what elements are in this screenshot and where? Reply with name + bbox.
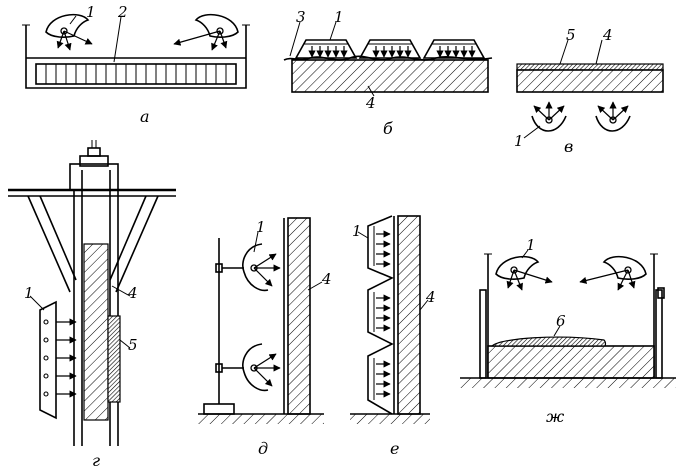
caption-d: д — [258, 439, 268, 458]
label-a-2: 2 — [117, 3, 128, 21]
caption-zh: ж — [546, 407, 565, 426]
heater-panel — [358, 39, 422, 59]
heater-icon — [173, 13, 239, 51]
panel-a-slats — [45, 64, 227, 84]
caption-a: а — [140, 107, 150, 126]
heater-icon — [45, 13, 93, 51]
panel-b: 3 1 4 б — [283, 8, 493, 138]
heater-panel — [422, 39, 486, 59]
panel-g: 1 4 5 г — [8, 140, 176, 470]
caption-g: г — [92, 451, 100, 470]
label-d-4: 4 — [321, 270, 332, 288]
label-b-1: 1 — [334, 8, 344, 26]
panel-a: 1 2 а — [22, 3, 250, 126]
panel-d: 1 4 д — [198, 217, 332, 458]
heater-icon — [531, 101, 567, 132]
label-e-4: 4 — [425, 288, 436, 306]
caption-e: е — [390, 439, 399, 458]
heater-icon — [579, 255, 647, 291]
heater-panel — [367, 215, 394, 415]
label-g-1: 1 — [24, 284, 34, 302]
heater-icon — [495, 255, 553, 291]
heater-panel — [294, 39, 358, 59]
label-v-4: 4 — [602, 26, 613, 44]
panel-v: 5 4 1 в — [514, 26, 664, 156]
label-d-1: 1 — [256, 218, 266, 236]
panel-e: 1 4 е — [350, 215, 436, 458]
label-zh-1: 1 — [526, 236, 536, 254]
heater-icon — [595, 101, 631, 132]
label-b-4: 4 — [365, 94, 376, 112]
caption-b: б — [383, 119, 393, 138]
label-e-1: 1 — [352, 222, 362, 240]
heater-panel — [39, 300, 77, 420]
label-g-4: 4 — [127, 284, 138, 302]
label-a-1: 1 — [86, 3, 96, 21]
label-v-5: 5 — [566, 26, 576, 44]
label-zh-6: 6 — [556, 312, 566, 330]
label-b-3: 3 — [296, 8, 306, 26]
heater-icon — [242, 243, 281, 292]
label-v-1: 1 — [514, 132, 524, 150]
heater-icon — [242, 343, 281, 392]
caption-v: в — [564, 137, 573, 156]
panel-zh: 1 6 ж — [460, 236, 676, 426]
label-g-5: 5 — [128, 336, 138, 354]
